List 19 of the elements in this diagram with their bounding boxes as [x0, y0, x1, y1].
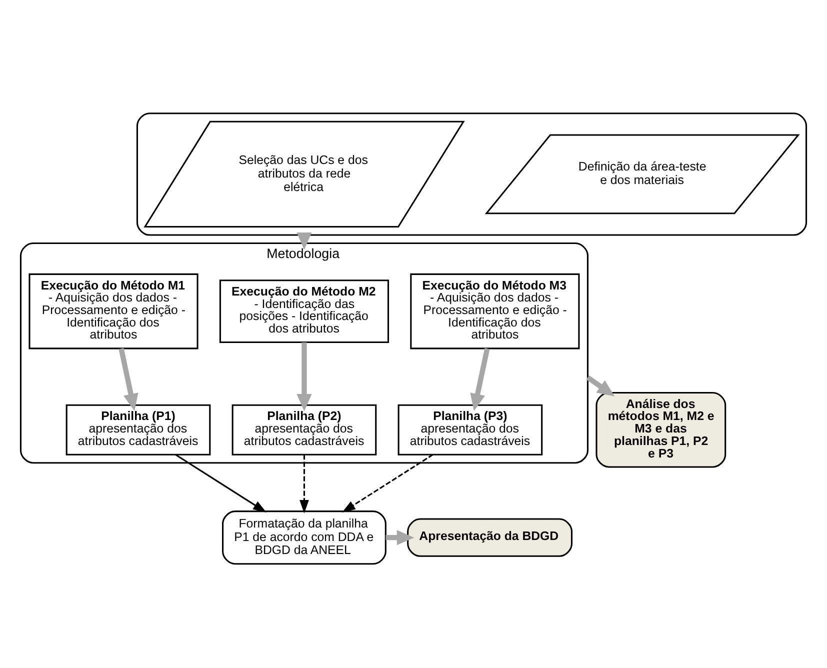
- node-box: Execução do Método M1 - Aquisição dos dados - Processamento e edição - Identificação dos atributos: [28, 272, 198, 349]
- arrow: [586, 374, 615, 396]
- arrow: [296, 342, 312, 411]
- node-box: Formatação da planilha P1 de acordo com DDA e BDGD da ANEEL: [222, 510, 386, 564]
- node-box: Execução do Método M2 - Identificação das posições - Identificação dos atributos: [219, 279, 390, 342]
- arrow: [470, 348, 490, 411]
- node-box: Planilha (P3) apresentação dos atributos cadastráveis: [398, 404, 543, 455]
- arrow: [342, 453, 434, 512]
- arrow: [175, 453, 266, 512]
- arrow: [296, 232, 312, 250]
- node-box: Planilha (P1) apresentação dos atributos cadastráveis: [66, 404, 211, 455]
- node-box: Planilha (P2) apresentação dos atributos cadastráveis: [232, 404, 377, 455]
- node-box: Execução do Método M3 - Aquisição dos dados - Processamento e edição - Identificação dos atributos: [410, 272, 580, 349]
- node-box: Apresentação da BDGD: [407, 518, 573, 556]
- cluster: [136, 112, 808, 236]
- arrow: [118, 348, 138, 411]
- arrow: [300, 454, 309, 513]
- arrow: [386, 530, 414, 545]
- node-box: Análise dos métodos M1, M2 e M3 e das planilhas P1, P2 e P3: [596, 391, 726, 468]
